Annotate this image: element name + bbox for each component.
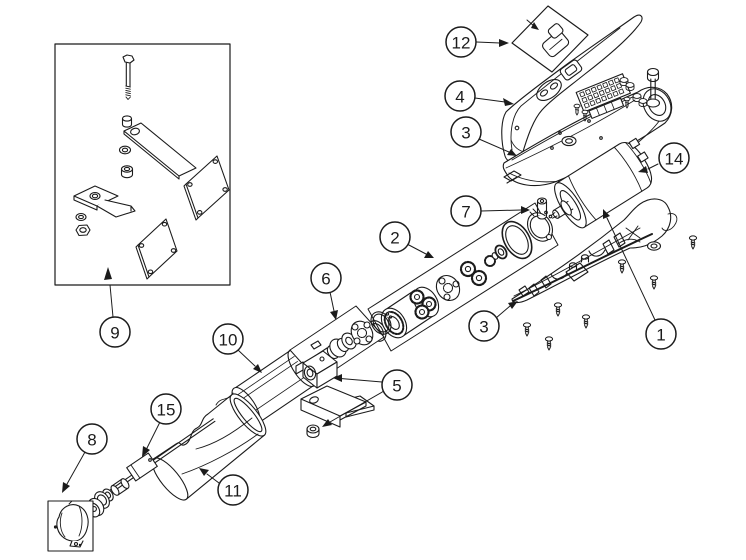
housing-bolt [645, 67, 661, 108]
callout-5-label: 5 [392, 377, 401, 396]
snap-ring [370, 311, 393, 335]
callout-3-upper: 3 [450, 116, 482, 148]
washer [118, 145, 132, 155]
callout-11-label: 11 [224, 482, 242, 501]
callout-8: 8 [76, 423, 108, 455]
callout-12-label: 12 [452, 34, 471, 53]
planet-gears [409, 289, 437, 320]
callout-14: 14 [658, 142, 690, 174]
planet-carrier [435, 274, 461, 302]
callout-3-lower: 3 [468, 310, 500, 342]
callout-9: 9 [99, 316, 131, 348]
motor [550, 137, 653, 229]
callout-4: 4 [444, 80, 476, 112]
callout-leaders [62, 39, 659, 493]
hex-nut [75, 224, 91, 237]
seal-washer [494, 244, 508, 260]
pinion-gear [484, 252, 499, 267]
planet-gears [459, 260, 488, 287]
safety-nut-block [295, 350, 338, 389]
callout-11: 11 [217, 474, 249, 506]
callout-1: 1 [645, 318, 677, 350]
snap-ring-and-pin [526, 197, 554, 242]
callout-8-label: 8 [87, 431, 96, 450]
callout-12: 12 [445, 26, 477, 58]
callout-7: 7 [450, 195, 482, 227]
callout-1-label: 1 [656, 326, 665, 345]
mounting-plate [183, 155, 230, 221]
end-cap-inset-box [47, 500, 94, 552]
callout-10-label: 10 [219, 331, 238, 350]
mounting-bracket [300, 385, 375, 428]
callout-9-label: 9 [110, 324, 119, 343]
callout-15: 15 [150, 393, 182, 425]
mounting-hardware-inset-box [54, 43, 231, 286]
washer [75, 212, 87, 222]
nut-block-and-bracket [295, 350, 375, 439]
callout-3-upper-label: 3 [461, 124, 470, 143]
callout-2: 2 [379, 221, 411, 253]
gearbox-group [367, 202, 559, 352]
spacer-nut [121, 115, 133, 128]
mounting-plate [135, 218, 178, 280]
bolt [122, 54, 135, 100]
upper-housing [502, 67, 673, 187]
sleeve [110, 478, 130, 496]
circuit-board [575, 73, 631, 119]
callout-5: 5 [381, 369, 413, 401]
pivot-pin [536, 197, 548, 220]
callout-circles: 1 2 3 3 4 5 6 7 8 9 10 11 12 14 15 [76, 26, 690, 506]
strap-bracket [123, 122, 197, 180]
switch-inset-box [511, 5, 589, 73]
callout-6: 6 [310, 262, 342, 294]
retaining-ring [526, 208, 554, 242]
callout-14-label: 14 [665, 150, 684, 169]
bearing-ring [501, 220, 533, 260]
callout-6-label: 6 [321, 270, 330, 289]
lower-housing [511, 198, 698, 351]
outer-tube-cutaway [151, 392, 267, 501]
end-cap [53, 500, 89, 548]
callout-10: 10 [212, 323, 244, 355]
callout-15-label: 15 [157, 401, 176, 420]
callout-4-label: 4 [455, 88, 464, 107]
cable-grommet [561, 135, 577, 147]
callout-3-lower-label: 3 [479, 318, 488, 337]
housing-grommet [646, 241, 662, 251]
callout-7-label: 7 [461, 203, 470, 222]
drive-coupler [350, 320, 374, 346]
clevis-bracket [73, 185, 136, 218]
bushing [306, 424, 320, 439]
switch-part [541, 23, 570, 58]
lock-nut [120, 165, 134, 179]
stop-block [126, 452, 158, 482]
callout-2-label: 2 [390, 229, 399, 248]
